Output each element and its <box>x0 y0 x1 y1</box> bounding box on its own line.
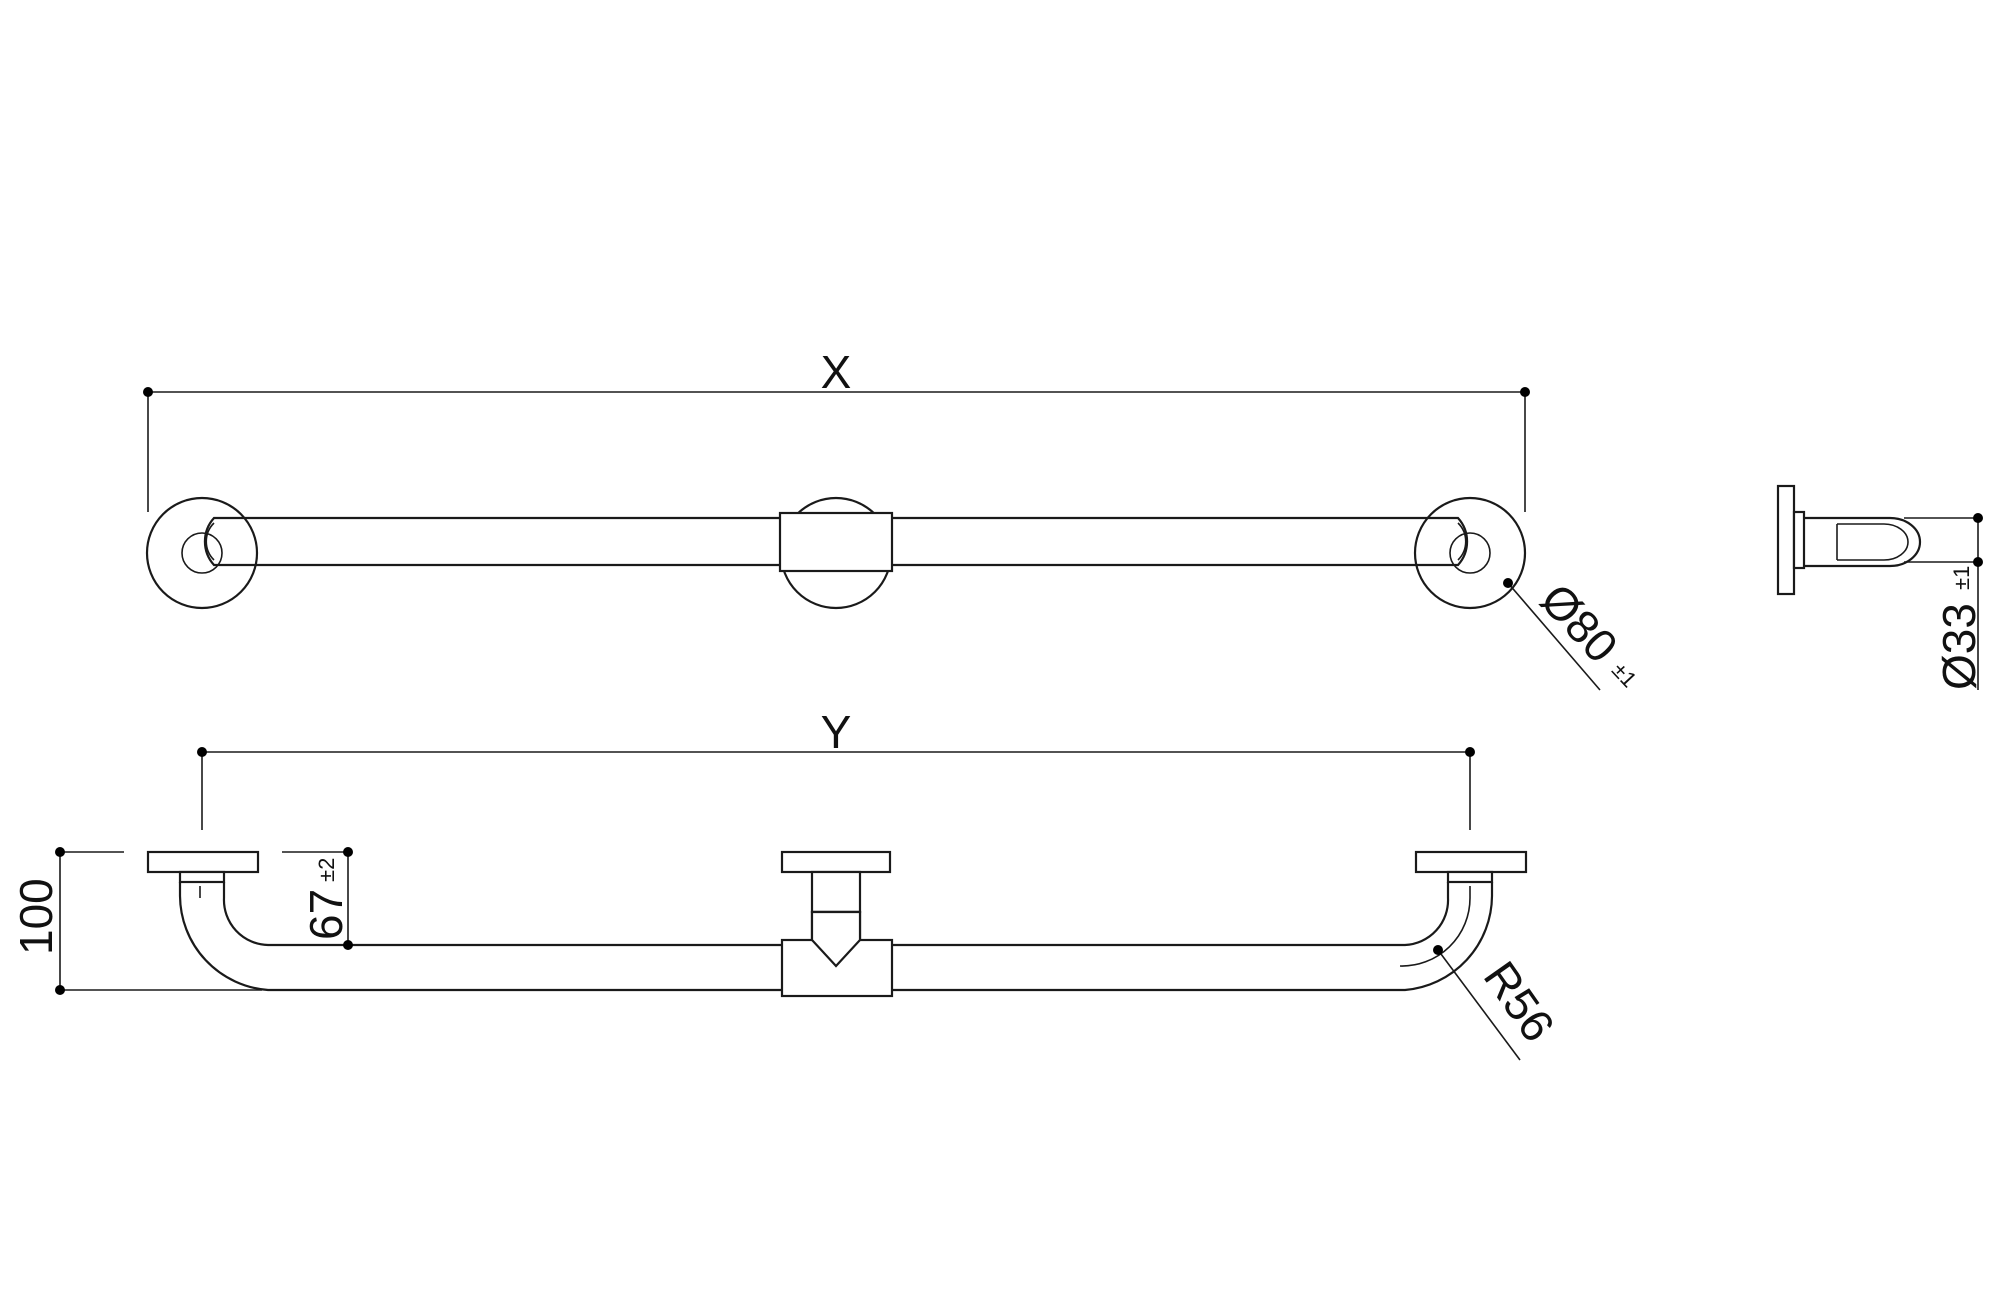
depth-label: 100 <box>10 878 62 955</box>
side-tube <box>1804 516 1922 568</box>
dimension-x-label: X <box>821 346 852 398</box>
front-view: X Ø80 ±1 <box>143 346 1642 692</box>
flange-diameter-tolerance: ±1 <box>1607 657 1642 692</box>
front-tube <box>203 516 1469 567</box>
top-right-flange <box>1414 850 1528 874</box>
dimension-y: Y <box>197 706 1475 830</box>
dimension-offset: 67 ±2 <box>282 847 353 950</box>
left-flange <box>145 496 259 610</box>
side-rosette <box>1792 510 1806 570</box>
right-flange <box>1413 496 1527 610</box>
offset-label: 67 <box>300 889 352 940</box>
side-view: Ø33 ±1 <box>1776 484 1985 690</box>
dimension-x: X <box>143 346 1530 512</box>
center-clamp <box>778 511 894 573</box>
offset-tolerance: ±2 <box>314 858 339 882</box>
dimension-depth: 100 <box>10 847 262 995</box>
side-flange <box>1776 484 1796 596</box>
top-center-support <box>780 870 894 998</box>
dimension-tube-diameter: Ø33 ±1 <box>1904 513 1985 690</box>
top-left-flange <box>146 850 260 874</box>
dimension-flange-diameter: Ø80 ±1 <box>1503 573 1642 692</box>
dimension-radius: R56 <box>1433 945 1565 1061</box>
radius-label: R56 <box>1474 952 1565 1051</box>
top-center-flange <box>780 850 892 874</box>
tube-diameter-tolerance: ±1 <box>1949 566 1974 590</box>
tube-diameter-label: Ø33 <box>1933 603 1985 690</box>
dimension-y-label: Y <box>821 706 852 758</box>
flange-diameter-label: Ø80 <box>1531 573 1628 672</box>
top-view: Y <box>10 706 1565 1061</box>
